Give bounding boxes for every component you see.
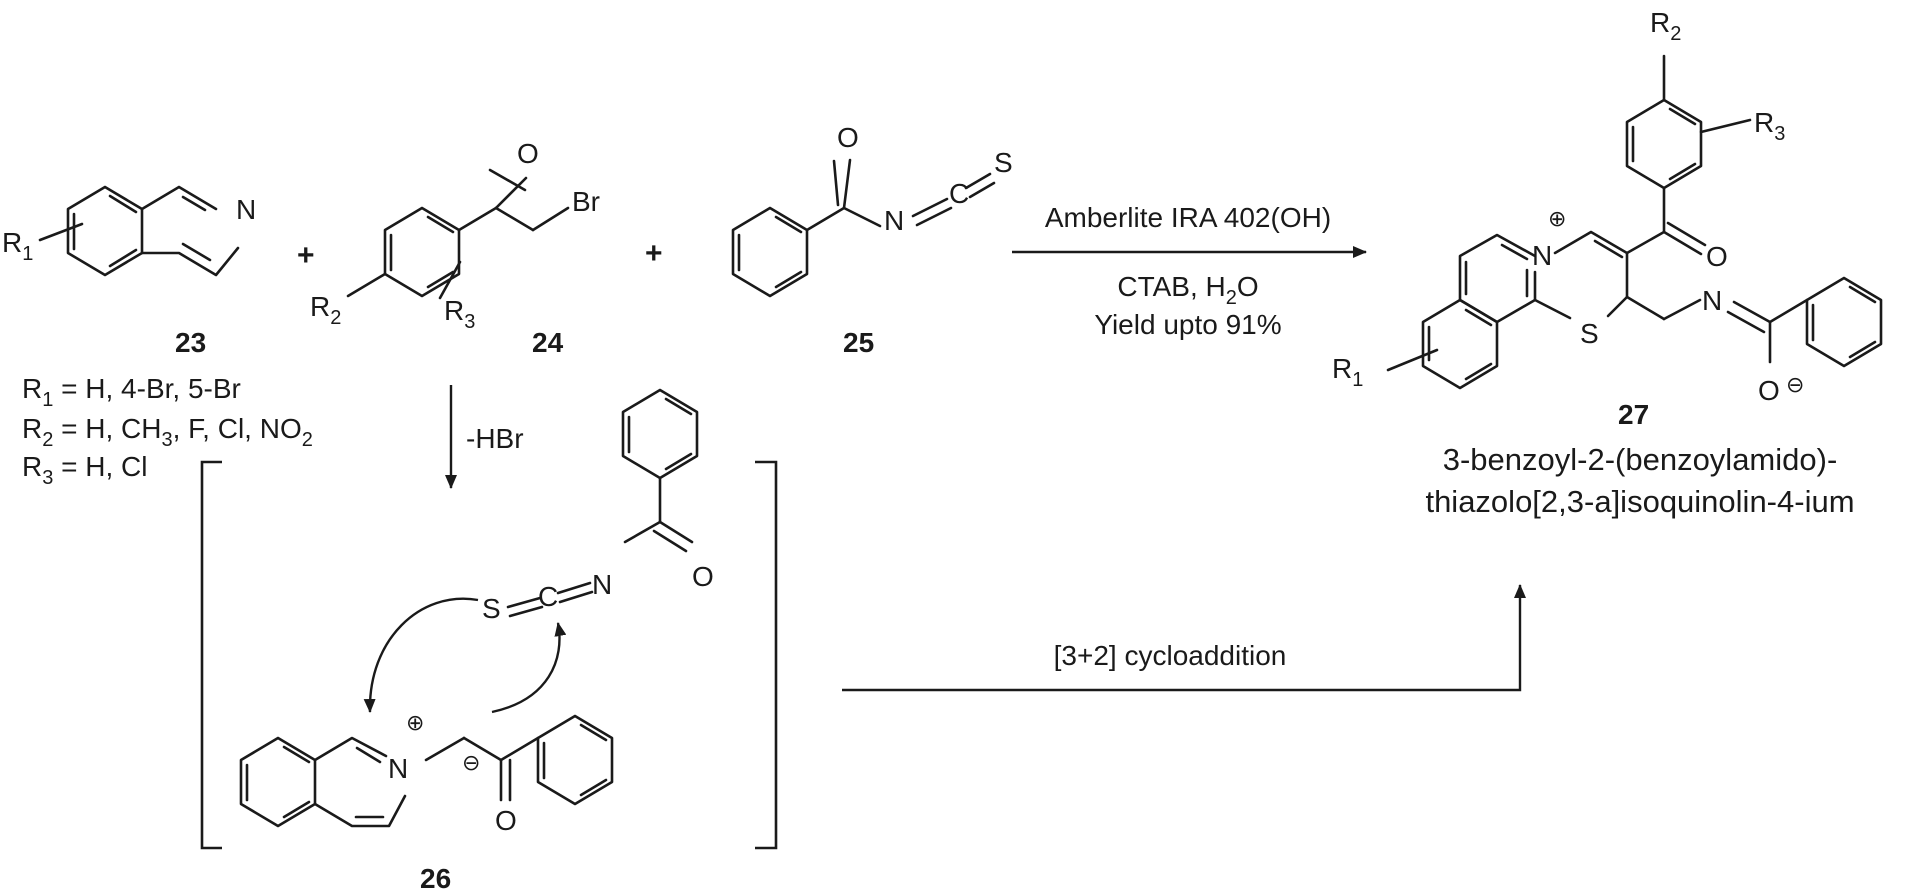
atom-S-27: S bbox=[1580, 318, 1599, 349]
atom-C-25: C bbox=[949, 178, 969, 209]
r3-subscript: 3 bbox=[464, 311, 475, 333]
charge-plus-26: ⊕ bbox=[406, 711, 424, 736]
plus-sign-2: + bbox=[645, 237, 663, 270]
r2-label-24: R2 bbox=[310, 291, 341, 329]
r3-base: R bbox=[444, 295, 464, 326]
atom-O-27-ketone: O bbox=[1706, 241, 1728, 272]
charge-minus-26: ⊖ bbox=[462, 751, 480, 776]
r2-sub-27: 2 bbox=[1670, 23, 1681, 45]
r2-base-27: R bbox=[1650, 7, 1670, 38]
atom-O-26-carbonyl-top: O bbox=[692, 561, 714, 592]
compound-label-26: 26 bbox=[420, 863, 451, 894]
r1-sub-27: 1 bbox=[1352, 369, 1363, 391]
compound-24-structure bbox=[346, 168, 570, 300]
atom-O-25: O bbox=[837, 122, 859, 153]
r1-label-23: R1 bbox=[2, 227, 33, 265]
condition-yield: Yield upto 91% bbox=[1094, 309, 1281, 340]
condition-solvent-b: O bbox=[1237, 271, 1259, 302]
product-27-structure bbox=[1386, 54, 1883, 390]
atom-C-26: C bbox=[538, 581, 558, 612]
compound-23-structure bbox=[38, 185, 240, 277]
condition-solvent-sub: 2 bbox=[1226, 287, 1237, 309]
atom-S-25: S bbox=[994, 147, 1013, 178]
atom-N-23: N bbox=[236, 194, 256, 225]
cycloaddition-arrow bbox=[842, 584, 1526, 692]
compound-25-structure bbox=[731, 158, 996, 298]
r2-def-values-a: = H, CH bbox=[53, 413, 161, 444]
intermediate-26-structure bbox=[239, 388, 699, 828]
plus-sign-1: + bbox=[297, 239, 315, 272]
compound-label-24: 24 bbox=[532, 327, 564, 358]
r2-def-sub-ch3: 3 bbox=[162, 429, 173, 451]
bracket-right bbox=[755, 460, 778, 850]
r3-label-27: R3 bbox=[1754, 107, 1785, 145]
r2-def-values-b: , F, Cl, NO bbox=[173, 413, 302, 444]
atom-N-26-isothiocyanate: N bbox=[592, 569, 612, 600]
r2-def-prefix: R bbox=[22, 413, 42, 444]
bracket-left bbox=[200, 460, 222, 850]
atom-N-25: N bbox=[884, 205, 904, 236]
atom-O-27-anion: O bbox=[1758, 375, 1780, 406]
r3-def-prefix: R bbox=[22, 451, 42, 482]
r3-sub-27: 3 bbox=[1774, 123, 1785, 145]
condition-solvent-a: CTAB, H bbox=[1117, 271, 1225, 302]
condition-cycloaddition: [3+2] cycloaddition bbox=[1054, 640, 1287, 671]
condition-minus-hbr: -HBr bbox=[466, 423, 524, 454]
product-name-line-2: thiazolo[2,3-a]isoquinolin-4-ium bbox=[1425, 484, 1854, 519]
product-name-line-1: 3-benzoyl-2-(benzoylamido)- bbox=[1443, 442, 1838, 477]
atom-N-26-ring: N bbox=[388, 753, 408, 784]
atom-O-26-enolate: O bbox=[495, 805, 517, 836]
r1-base: R bbox=[2, 227, 22, 258]
r2-subscript: 2 bbox=[330, 307, 341, 329]
r2-def-sub: 2 bbox=[42, 429, 53, 451]
r3-def-values: = H, Cl bbox=[53, 451, 147, 482]
r1-subscript: 1 bbox=[22, 243, 33, 265]
r3-label-24: R3 bbox=[444, 295, 475, 333]
r3-def-sub: 3 bbox=[42, 467, 53, 489]
substituent-r3-line: R3 = H, Cl bbox=[22, 451, 148, 489]
atom-O-24: O bbox=[517, 138, 539, 169]
r1-label-27: R1 bbox=[1332, 353, 1363, 391]
atom-S-26: S bbox=[482, 593, 501, 624]
substituent-r1-line: R1 = H, 4-Br, 5-Br bbox=[22, 373, 241, 411]
substituent-r2-line: R2 = H, CH3, F, Cl, NO2 bbox=[22, 413, 313, 451]
r1-def-prefix: R bbox=[22, 373, 42, 404]
r1-def-sub: 1 bbox=[42, 389, 53, 411]
condition-solvent: CTAB, H2O bbox=[1117, 271, 1258, 309]
compound-label-27: 27 bbox=[1618, 399, 1649, 430]
r3-base-27: R bbox=[1754, 107, 1774, 138]
atom-Br-24: Br bbox=[572, 186, 600, 217]
r2-base: R bbox=[310, 291, 330, 322]
compound-label-25: 25 bbox=[843, 327, 874, 358]
condition-catalyst: Amberlite IRA 402(OH) bbox=[1045, 202, 1331, 233]
charge-minus-27: ⊖ bbox=[1786, 373, 1804, 398]
r1-def-values: = H, 4-Br, 5-Br bbox=[53, 373, 241, 404]
r2-def-sub-no2: 2 bbox=[302, 429, 313, 451]
compound-label-23: 23 bbox=[175, 327, 206, 358]
atom-N-27-imidate: N bbox=[1702, 285, 1722, 316]
r2-label-27: R2 bbox=[1650, 7, 1681, 45]
r1-base-27: R bbox=[1332, 353, 1352, 384]
atom-N-27: N bbox=[1532, 240, 1552, 271]
charge-plus-27: ⊕ bbox=[1548, 207, 1566, 232]
